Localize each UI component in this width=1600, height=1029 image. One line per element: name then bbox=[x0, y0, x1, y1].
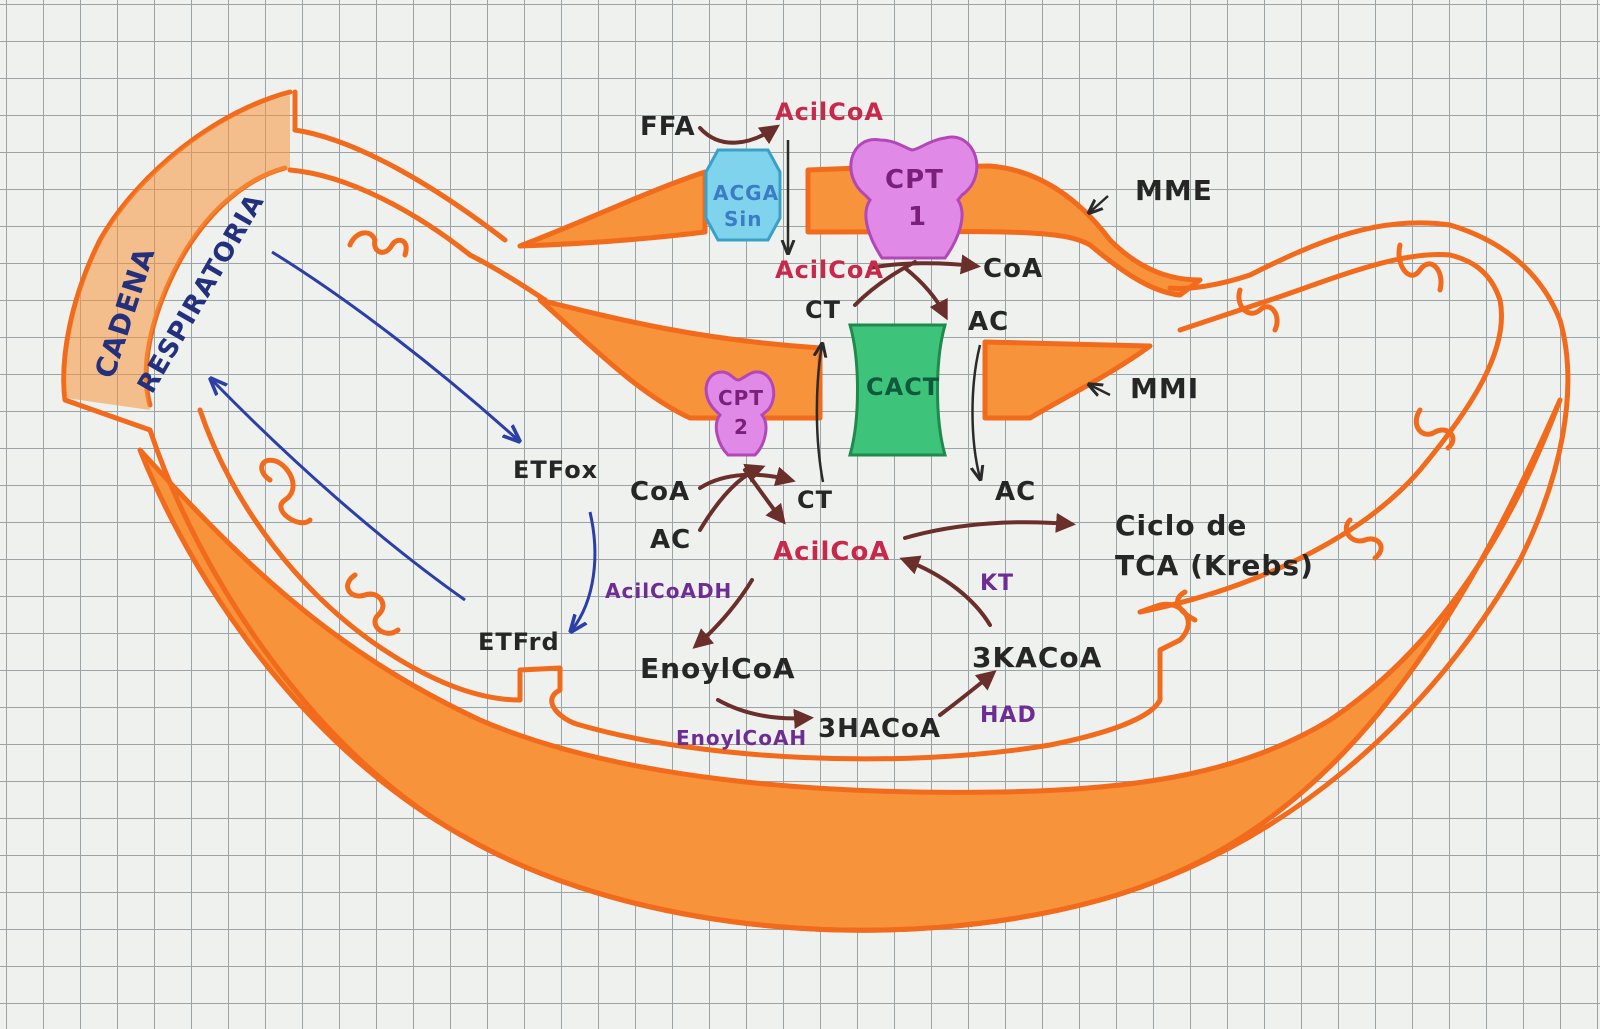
outer-membrane-left-segment bbox=[517, 169, 708, 249]
label-coa-left: CoA bbox=[630, 477, 690, 507]
inner-membrane-contour bbox=[197, 167, 1504, 762]
cpt2-protein bbox=[704, 370, 776, 457]
crista-6 bbox=[1236, 287, 1280, 333]
label-cact: CACT bbox=[866, 373, 940, 401]
label-tca-krebs: TCA (Krebs) bbox=[1115, 549, 1314, 582]
label-ffa: FFA bbox=[640, 112, 696, 142]
label-acga: ACGA bbox=[713, 181, 779, 205]
crista-1 bbox=[259, 457, 313, 526]
label-had: HAD bbox=[980, 703, 1037, 728]
label-ciclo-de: Ciclo de bbox=[1115, 509, 1247, 542]
outer-membrane-contour bbox=[61, 89, 1571, 933]
arrow-ffa-to-acilcoa bbox=[698, 124, 780, 145]
cadena-band-fill bbox=[65, 95, 290, 410]
arrow-ct-up-to-cpt1 bbox=[853, 260, 917, 307]
arrow-3kacoa-to-acilcoa bbox=[899, 555, 992, 627]
arrow-etfrd-to-cadena bbox=[212, 380, 466, 602]
label-enoylcoah: EnoylCoAH bbox=[676, 726, 807, 750]
pointer-mme bbox=[1090, 195, 1109, 212]
label-enoylcoa: EnoylCoA bbox=[640, 652, 796, 685]
arrow-cpt1-to-ac bbox=[903, 266, 948, 321]
cadena-band-outer bbox=[292, 89, 508, 243]
acga-sin-protein bbox=[704, 148, 782, 242]
arrow-acilcoa-to-enoylcoa bbox=[692, 578, 754, 649]
arrow-etfox-to-etfrd bbox=[572, 511, 597, 630]
label-cpt1-number: 1 bbox=[908, 202, 927, 232]
arrow-cadena-to-etfox bbox=[271, 250, 518, 440]
arrow-acilcoa-to-tca bbox=[903, 512, 1076, 540]
label-3kacoa: 3KACoA bbox=[972, 641, 1102, 674]
label-cpt2-number: 2 bbox=[734, 415, 749, 439]
label-acga-sin: Sin bbox=[724, 207, 763, 231]
label-etfrd: ETFrd bbox=[478, 628, 560, 656]
crista-2 bbox=[345, 572, 401, 636]
pointer-mmi bbox=[1090, 385, 1111, 395]
label-cpt1: CPT bbox=[885, 165, 944, 195]
label-ac-bottom-right: AC bbox=[995, 477, 1036, 507]
cpt1-protein bbox=[849, 135, 979, 260]
label-mmi: MMI bbox=[1130, 372, 1199, 405]
crista-3 bbox=[1413, 407, 1456, 451]
label-kt: KT bbox=[980, 571, 1014, 596]
arrow-enoylcoa-to-3hacoa bbox=[716, 698, 814, 729]
label-ct-bottom: CT bbox=[797, 486, 833, 514]
arrow-ac-down-through-cact bbox=[973, 344, 981, 478]
label-ct-top: CT bbox=[805, 296, 841, 324]
arrow-cpt2-to-acilcoa bbox=[743, 468, 786, 525]
label-acilcoadh: AcilCoADH bbox=[605, 579, 732, 603]
crista-4 bbox=[1343, 517, 1384, 561]
label-mme: MME bbox=[1135, 174, 1213, 207]
label-acilcoa-mid: AcilCoA bbox=[775, 256, 884, 284]
label-coa-right: CoA bbox=[983, 254, 1043, 284]
label-acilcoa-top: AcilCoA bbox=[775, 98, 884, 126]
cact-protein bbox=[848, 323, 947, 457]
outer-membrane-bottom-crescent bbox=[137, 397, 1563, 933]
crista-5 bbox=[1396, 242, 1444, 293]
crista-7 bbox=[1175, 589, 1198, 623]
label-3hacoa: 3HACoA bbox=[818, 714, 941, 744]
arrow-coa-to-ct bbox=[698, 466, 796, 490]
arrow-ac-to-acilcoa bbox=[698, 463, 766, 532]
arrow-3hacoa-to-3kacoa bbox=[938, 670, 997, 717]
arrow-acilcoa-to-coa bbox=[868, 254, 981, 275]
label-ac-top: AC bbox=[968, 307, 1009, 337]
arrow-ct-up-through-cact bbox=[817, 345, 823, 483]
label-ac-left: AC bbox=[650, 525, 691, 555]
label-acilcoa-matrix: AcilCoA bbox=[773, 537, 890, 567]
label-etfox: ETFox bbox=[513, 456, 598, 484]
label-cpt2: CPT bbox=[718, 386, 764, 410]
inner-membrane-right-segment bbox=[982, 339, 1153, 421]
inner-membrane-left-segment bbox=[537, 297, 823, 421]
